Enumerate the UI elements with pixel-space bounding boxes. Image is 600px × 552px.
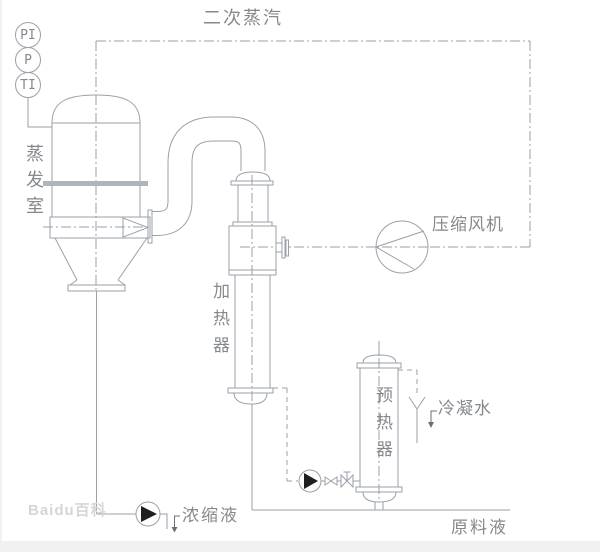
preheater-column	[355, 341, 403, 510]
centerlines	[43, 41, 380, 500]
heater-body	[234, 275, 271, 388]
condensate-flow-mark	[430, 410, 437, 422]
concentrate-flow-arrow	[171, 527, 178, 533]
condensate-dashed-line	[398, 369, 418, 396]
feed-pump-impeller	[304, 473, 318, 489]
label-evaporator: 蒸发室	[24, 144, 44, 222]
evaporator-flange-band	[43, 181, 148, 186]
evaporator-dome	[51, 94, 141, 124]
concentrate-pump-impeller	[141, 506, 157, 522]
heater-upper-shell-flange	[228, 269, 277, 276]
left-edge-strip	[0, 0, 2, 552]
instrument-lead-line	[27, 97, 52, 128]
heater-condensate-dashed-line	[273, 387, 298, 482]
evaporator-bottom-cone	[54, 237, 148, 281]
label-secondary-steam: 二次蒸汽	[203, 8, 283, 28]
label-compressor: 压缩风机	[432, 215, 504, 234]
evaporator-vessel	[43, 94, 153, 292]
instrument-tag-p: P	[24, 53, 32, 68]
evaporator-outlet-cone	[122, 217, 150, 238]
footer-strip	[0, 541, 600, 552]
label-heater: 加热器	[210, 282, 229, 363]
concentrate-line-outlet	[160, 513, 168, 529]
instrument-tag-ti: TI	[20, 78, 36, 93]
condensate-funnel	[408, 396, 426, 443]
heater-column	[227, 171, 289, 405]
concentrate-flow-mark	[174, 515, 180, 527]
heater-top-cap	[235, 171, 271, 182]
heater-neck	[237, 185, 269, 222]
vapor-pipe-inner	[152, 117, 265, 235]
preheater-top-flange	[356, 362, 402, 369]
preheater-bottom-dome	[362, 491, 397, 503]
vapor-pipe	[152, 116, 266, 236]
heater-nozzle-flange-2	[285, 239, 289, 257]
evaporator-outlet-box	[49, 216, 151, 239]
heater-nozzle-flange-1	[281, 236, 286, 259]
heater-nozzle-stem	[276, 242, 282, 253]
label-preheater: 预热器	[373, 386, 392, 467]
instrument-tag-pi: PI	[20, 28, 36, 43]
globe-valve-stem	[343, 471, 351, 481]
evaporator-outlet-flange	[147, 209, 153, 244]
condensate-line	[398, 369, 437, 443]
baidu-watermark: Baidu百科	[28, 502, 107, 519]
compressor-symbol	[375, 220, 429, 274]
label-feed: 原料液	[451, 518, 508, 537]
evaporator-cone-flare	[69, 279, 126, 286]
preheater-top-dome	[362, 354, 397, 364]
label-concentrate: 浓缩液	[182, 506, 239, 525]
heater-bottom-flange	[227, 387, 274, 394]
concentrate-line-group	[96, 291, 180, 533]
heater-bottom-dome	[233, 392, 268, 405]
feed-pump-group	[298, 469, 360, 493]
heater-top-cap-flange	[230, 180, 274, 186]
compressor-wedge	[375, 230, 425, 270]
preheater-bottom-flange	[355, 486, 403, 493]
label-condensate: 冷凝水	[438, 399, 492, 418]
preheater-body	[359, 368, 399, 487]
instrument-stack	[15, 22, 52, 128]
feed-line-group	[251, 404, 510, 511]
preheater-outlet-stub	[374, 502, 384, 510]
condensate-flow-arrow	[428, 422, 434, 428]
secondary-steam-line	[96, 40, 531, 248]
check-valve	[324, 476, 338, 486]
